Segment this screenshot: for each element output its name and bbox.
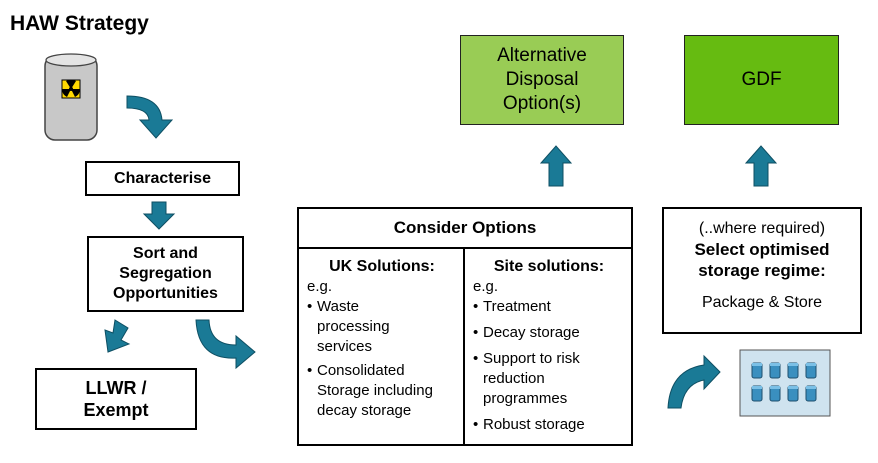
down-arrow-sort xyxy=(142,201,176,230)
site-eg: e.g. xyxy=(473,278,499,295)
site-solutions-column: Site solutions: e.g. Treatment Decay sto… xyxy=(465,249,631,446)
up-arrow-alt xyxy=(539,145,573,187)
characterise-label: Characterise xyxy=(114,169,211,187)
up-arrow-gdf xyxy=(744,145,778,187)
curved-arrow-consider xyxy=(195,319,256,370)
storage-regime-box: (..where required) Select optimised stor… xyxy=(662,207,862,334)
sort-segregation-box: Sort and Segregation Opportunities xyxy=(87,236,244,312)
storage-note: (..where required) xyxy=(698,220,826,237)
alt-line-1: Alternative xyxy=(497,45,587,66)
consider-options-box: Consider Options UK Solutions: e.g. Wast… xyxy=(297,207,633,446)
uk-solutions-column: UK Solutions: e.g. Waste processing serv… xyxy=(299,249,465,446)
list-item: Robust storage xyxy=(473,415,625,435)
gdf-box: GDF xyxy=(684,35,839,125)
llwr-line-1: LLWR / xyxy=(85,378,147,398)
list-item: Decay storage xyxy=(473,323,625,343)
storage-containers-icon xyxy=(739,349,831,417)
characterise-box: Characterise xyxy=(85,161,240,196)
list-item: Treatment xyxy=(473,297,625,317)
site-heading: Site solutions: xyxy=(493,258,605,275)
storage-action: Package & Store xyxy=(701,294,823,311)
diagram-title: HAW Strategy xyxy=(10,12,149,35)
alternative-disposal-box: Alternative Disposal Option(s) xyxy=(460,35,624,125)
alt-line-2: Disposal xyxy=(505,69,579,90)
curved-arrow-drum xyxy=(126,95,174,139)
storage-heading-1: Select optimised xyxy=(694,240,830,259)
alt-line-3: Option(s) xyxy=(502,93,582,114)
gdf-label: GDF xyxy=(741,69,782,90)
list-item: Waste processing services xyxy=(307,297,457,357)
sort-line-2: Segregation xyxy=(119,265,212,282)
uk-eg: e.g. xyxy=(307,278,333,295)
sort-line-3: Opportunities xyxy=(113,285,218,302)
llwr-line-2: Exempt xyxy=(83,400,149,420)
storage-heading-2: storage regime: xyxy=(698,261,826,280)
radioactive-drum-icon xyxy=(44,53,98,141)
uk-heading: UK Solutions: xyxy=(329,258,435,275)
site-list: Treatment Decay storage Support to risk … xyxy=(473,297,625,435)
llwr-exempt-box: LLWR / Exempt xyxy=(35,368,197,430)
list-item: Consolidated Storage including decay sto… xyxy=(307,361,457,421)
curved-arrow-storage xyxy=(667,354,721,409)
list-item: Support to risk reduction programmes xyxy=(473,349,625,409)
diagonal-arrow-llwr xyxy=(104,319,131,353)
uk-list: Waste processing services Consolidated S… xyxy=(307,297,457,421)
sort-line-1: Sort and xyxy=(133,245,198,262)
consider-heading: Consider Options xyxy=(299,209,631,249)
